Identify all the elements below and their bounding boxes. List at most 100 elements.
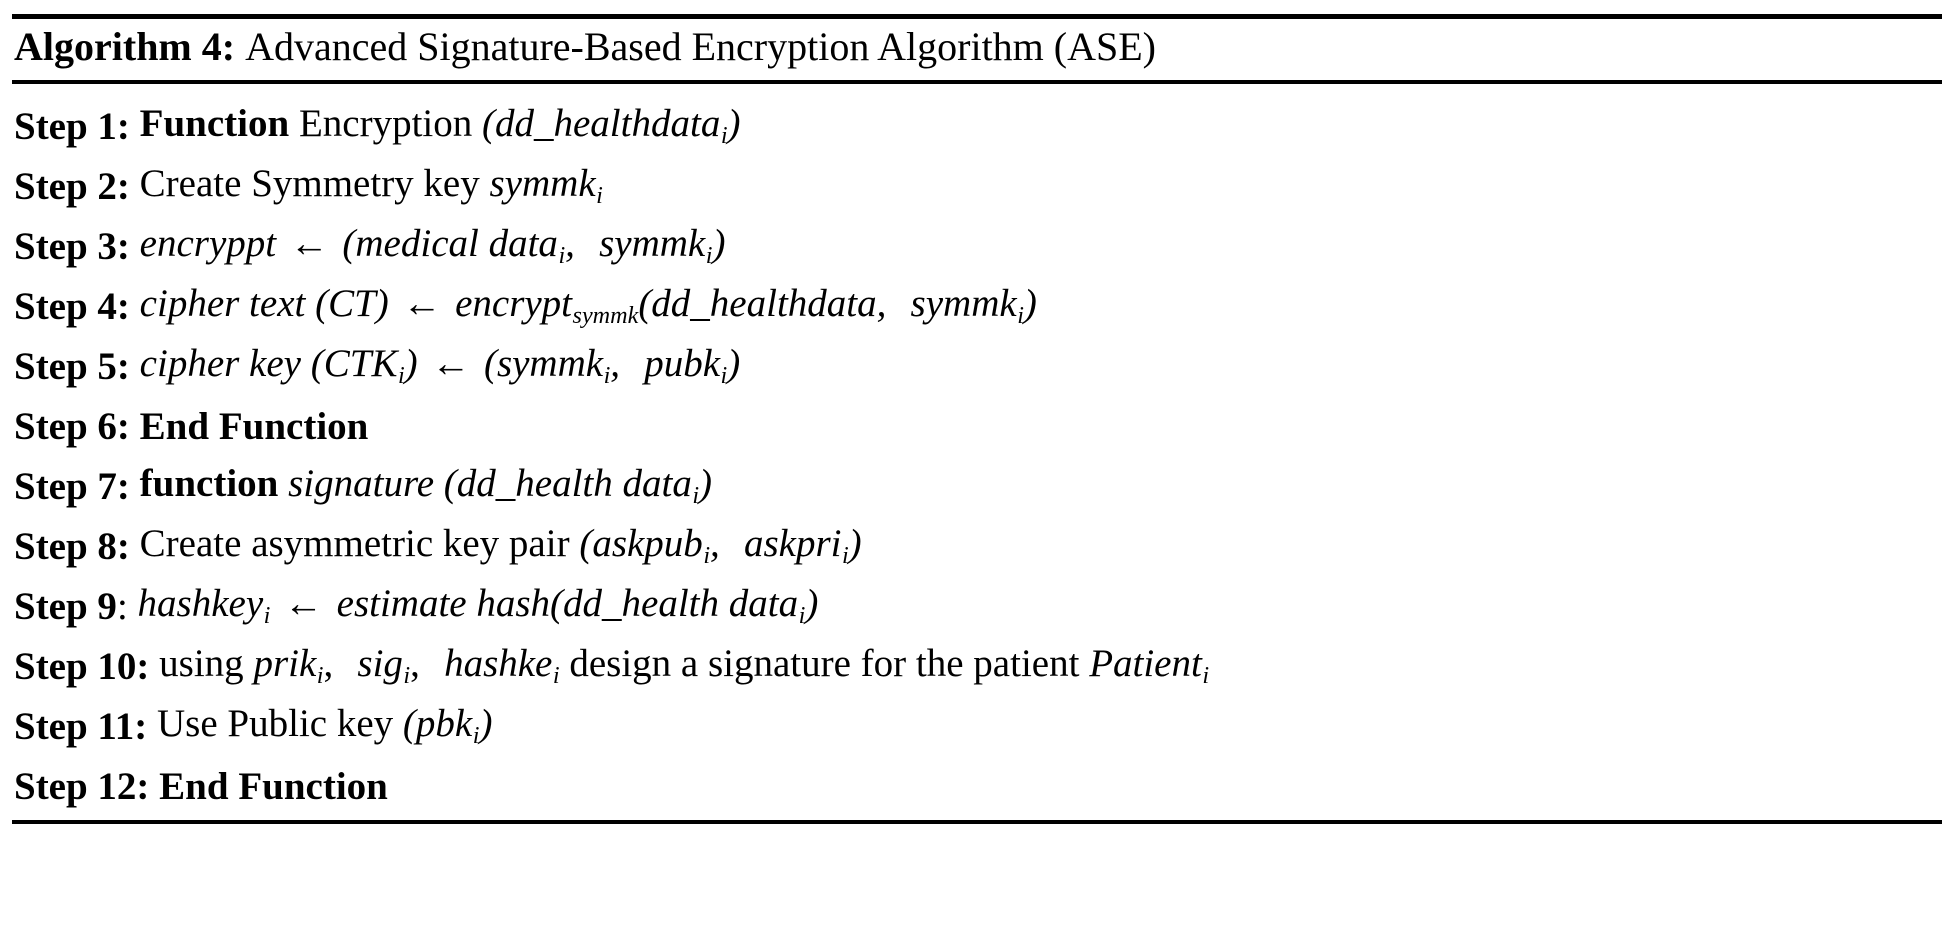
text-run: End Function — [159, 764, 388, 808]
subscript: i — [403, 661, 411, 689]
step-text: Function Encryption (dd_healthdatai) — [140, 104, 741, 148]
step-number: Step 6: — [14, 404, 130, 448]
algorithm-step-line: Step 6: End Function — [12, 396, 1942, 456]
page-title: Advanced Signature-Based Encryption Algo… — [245, 24, 1156, 69]
step-spacer — [130, 407, 140, 446]
step-number: Step 12: — [14, 764, 150, 808]
text-run: hashkey — [137, 582, 264, 626]
text-run: function — [139, 462, 279, 506]
subscript: i — [397, 361, 405, 389]
algorithm-step-line: Step 4: cipher text (CT) ← encryptsymmk(… — [12, 276, 1942, 336]
text-run: ) — [727, 342, 741, 386]
algorithm-step-line: Step 2: Create Symmetry key symmki — [12, 156, 1942, 216]
text-run: , — [710, 522, 720, 566]
text-run: cipher key — [139, 342, 311, 386]
step-number: Step 10: — [14, 644, 150, 688]
step-spacer — [149, 767, 159, 806]
text-run: (pbk — [402, 702, 473, 746]
text-run: End Function — [139, 404, 369, 448]
subscript: i — [705, 241, 713, 269]
text-run: encrypt — [455, 282, 573, 326]
algorithm-step-line: Step 8: Create asymmetric key pair (askp… — [12, 516, 1942, 576]
text-run: ) — [712, 222, 726, 266]
text-run: Create asymmetric key pair — [139, 522, 580, 566]
text-run: symmk — [910, 282, 1017, 326]
subscript: symmk — [572, 301, 639, 329]
text-run: dd_healthdata — [495, 102, 721, 146]
text-run: using — [159, 642, 254, 686]
step-number: Step 5: — [14, 344, 130, 388]
step-text: cipher text (CT) ← encryptsymmk(dd_healt… — [140, 284, 1037, 328]
step-spacer — [130, 467, 140, 506]
step-spacer — [130, 527, 140, 566]
text-run: , — [323, 642, 334, 686]
text-run: ( — [482, 102, 495, 146]
step-number: Step 3: — [14, 224, 130, 268]
step-spacer — [130, 227, 140, 266]
text-run: , — [610, 342, 621, 386]
text-run: cipher text — [139, 282, 316, 326]
algorithm-step-line: Step 10: using priki,sigi,hashkei design… — [12, 636, 1942, 696]
text-run: symmk — [489, 162, 596, 206]
text-run: (dd_health data — [550, 582, 799, 626]
subscript: i — [720, 361, 728, 389]
text-run: (CTK — [310, 342, 398, 386]
text-run: (dd_healthdata — [638, 282, 877, 326]
text-run: hashke — [444, 642, 553, 686]
text-run: ) — [404, 342, 418, 386]
algorithm-step-line: Step 1: Function Encryption (dd_healthda… — [12, 96, 1942, 156]
algorithm-step-line: Step 9: hashkeyi ← estimate hash(dd_heal… — [12, 576, 1942, 636]
subscript: i — [798, 601, 806, 629]
algorithm-step-line: Step 5: cipher key (CTKi) ← (symmki,pubk… — [12, 336, 1942, 396]
subscript: i — [703, 541, 711, 569]
subscript: i — [1202, 661, 1210, 689]
step-number: Step 8: — [14, 524, 130, 568]
step-spacer — [130, 167, 140, 206]
step-text: End Function — [140, 407, 369, 446]
text-run: signature — [288, 462, 444, 506]
text-run: pubk — [644, 342, 721, 386]
text-run: (CT) — [315, 282, 389, 326]
step-spacer — [147, 707, 157, 746]
text-run: askpri — [743, 522, 842, 566]
step-text: Use Public key (pbki) — [157, 704, 492, 748]
step-number: Step 1: — [14, 104, 130, 148]
text-run: Create Symmetry key — [139, 162, 490, 206]
algorithm-step-line: Step 3: encryppt ← (medical datai,symmki… — [12, 216, 1942, 276]
step-text: cipher key (CTKi) ← (symmki,pubki) — [140, 344, 741, 388]
subscript: i — [841, 541, 849, 569]
subscript: i — [263, 601, 271, 629]
algorithm-step-line: Step 11: Use Public key (pbki) — [12, 696, 1942, 756]
text-run: Use Public key — [157, 702, 403, 746]
text-run: , — [565, 222, 575, 266]
text-run: (symmk — [483, 342, 604, 386]
step-spacer — [128, 587, 138, 626]
subscript: i — [692, 481, 700, 509]
subscript: i — [1017, 301, 1024, 329]
step-number: Step 4: — [14, 284, 130, 328]
subscript: i — [603, 361, 611, 389]
text-run: ← — [392, 282, 452, 326]
subscript: i — [472, 721, 480, 749]
subscript: i — [552, 661, 560, 689]
text-run: encryppt — [139, 222, 277, 266]
step-number-suffix: : — [116, 584, 128, 628]
subscript: i — [558, 241, 566, 269]
text-run: ← — [421, 342, 481, 386]
step-text: hashkeyi ← estimate hash(dd_health datai… — [138, 584, 819, 628]
bottom-rule — [12, 820, 1942, 825]
algorithm-block: Algorithm 4: Advanced Signature-Based En… — [12, 14, 1942, 825]
text-run: (askpub — [579, 522, 703, 566]
algorithm-step-line: Step 7: function signature (dd_health da… — [12, 456, 1942, 516]
text-run: Patient — [1089, 642, 1202, 686]
step-spacer — [130, 347, 140, 386]
step-number: Step 11: — [14, 704, 148, 748]
top-rule — [12, 14, 1942, 19]
text-run: design a signature for the patient — [559, 642, 1090, 686]
step-text: function signature (dd_health datai) — [140, 464, 712, 508]
text-run: , — [876, 282, 887, 326]
text-run: prik — [253, 642, 317, 686]
step-number: Step 2: — [14, 164, 130, 208]
step-text: using priki,sigi,hashkei design a signat… — [159, 644, 1209, 688]
algorithm-title-row: Algorithm 4: Advanced Signature-Based En… — [12, 19, 1942, 78]
